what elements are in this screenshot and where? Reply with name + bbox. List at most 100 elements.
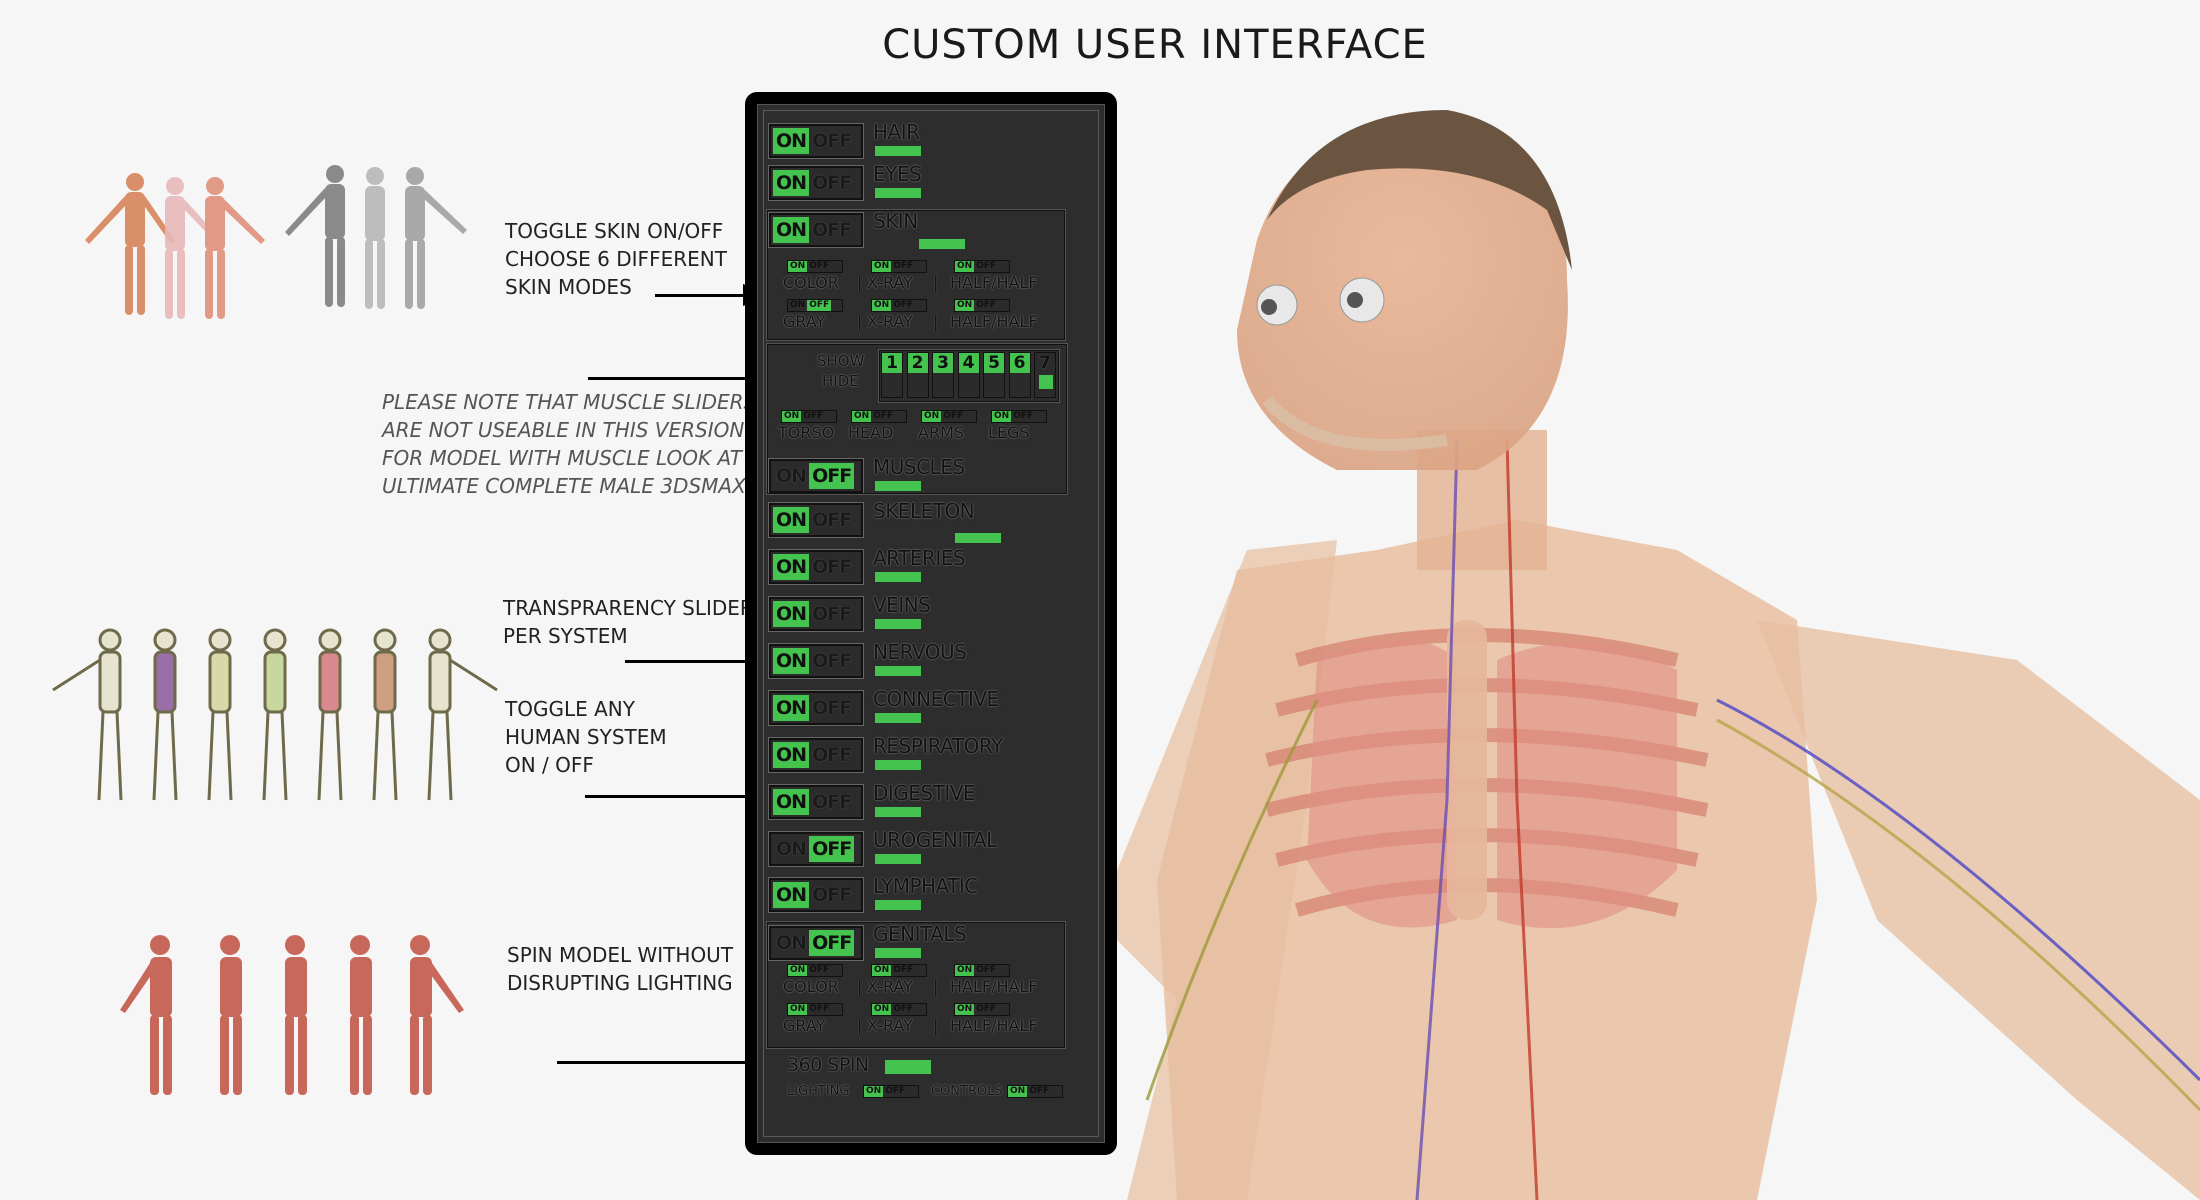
system-urogenital-toggle-off[interactable]: OFF: [809, 836, 855, 862]
system-genitals-toggle-on[interactable]: ON: [776, 932, 807, 954]
muscle-region-mini-off[interactable]: OFF: [943, 411, 964, 421]
skin-mini-on[interactable]: ON: [872, 261, 892, 272]
lighting-toggle-off[interactable]: OFF: [885, 1086, 906, 1096]
system-slider-skin[interactable]: [919, 239, 965, 249]
system-slider-veins[interactable]: [875, 619, 921, 629]
genital-mini-on[interactable]: ON: [788, 965, 808, 976]
genital-mini-on[interactable]: ON: [955, 1004, 975, 1015]
skin-mini-on[interactable]: ON: [955, 300, 975, 311]
muscle-region-mini-on[interactable]: ON: [852, 411, 872, 422]
system-lymphatic-toggle-off[interactable]: OFF: [812, 884, 852, 906]
genital-mini-on[interactable]: ON: [788, 1004, 808, 1015]
system-eyes-toggle-off[interactable]: OFF: [812, 172, 852, 194]
system-muscles-toggle-on[interactable]: ON: [776, 465, 807, 487]
system-digestive-toggle-off[interactable]: OFF: [812, 791, 852, 813]
genital-mini-on[interactable]: ON: [872, 1004, 892, 1015]
system-skeleton-toggle-on[interactable]: ON: [773, 507, 810, 533]
system-slider-connective[interactable]: [875, 713, 921, 723]
genital-mini-off[interactable]: OFF: [976, 965, 997, 975]
muscle-layer-2-button[interactable]: 2: [906, 352, 929, 398]
genital-mini-off[interactable]: OFF: [809, 965, 830, 975]
system-genitals-toggle-off[interactable]: OFF: [809, 930, 855, 956]
system-veins-toggle-on[interactable]: ON: [773, 601, 810, 627]
system-respiratory-toggle-on[interactable]: ON: [773, 742, 810, 768]
system-connective-toggle-on[interactable]: ON: [773, 695, 810, 721]
system-muscles-toggle-off[interactable]: OFF: [809, 463, 855, 489]
system-respiratory-toggle-off[interactable]: OFF: [812, 744, 852, 766]
system-slider-urogenital[interactable]: [875, 854, 921, 864]
skin-mini-off[interactable]: OFF: [807, 300, 832, 311]
muscle-region-mini-on[interactable]: ON: [782, 411, 802, 422]
system-hair-toggle-off[interactable]: OFF: [812, 130, 852, 152]
system-slider-eyes[interactable]: [875, 188, 921, 198]
controls-toggle-off[interactable]: OFF: [1029, 1086, 1050, 1096]
skin-mini-off[interactable]: OFF: [976, 261, 997, 271]
skin-mini-off[interactable]: OFF: [893, 261, 914, 271]
system-slider-skeleton[interactable]: [955, 533, 1001, 543]
muscle-layer-1-button[interactable]: 1: [881, 352, 903, 398]
system-eyes-toggle-on[interactable]: ON: [773, 170, 810, 196]
muscle-layer-4-button[interactable]: 4: [957, 352, 980, 398]
system-arteries-toggle-off[interactable]: OFF: [812, 556, 852, 578]
system-slider-nervous[interactable]: [875, 666, 921, 676]
system-skeleton-toggle-off[interactable]: OFF: [812, 509, 852, 531]
system-skin-toggle-off[interactable]: OFF: [812, 219, 852, 241]
system-lymphatic-toggle-on[interactable]: ON: [773, 882, 810, 908]
genital-mini-on[interactable]: ON: [872, 965, 892, 976]
genital-mini-on[interactable]: ON: [955, 965, 975, 976]
system-slider-lymphatic[interactable]: [875, 900, 921, 910]
genital-mini-off[interactable]: OFF: [809, 1004, 830, 1014]
system-veins-toggle-off[interactable]: OFF: [812, 603, 852, 625]
skin-mini-on[interactable]: ON: [955, 261, 975, 272]
skin-mini-on[interactable]: ON: [788, 261, 808, 272]
skin-mini-off[interactable]: OFF: [976, 300, 997, 310]
skin-mini-on[interactable]: ON: [872, 300, 892, 311]
system-digestive-toggle-on[interactable]: ON: [773, 789, 810, 815]
system-arteries-toggle-on[interactable]: ON: [773, 554, 810, 580]
spin-slider[interactable]: [885, 1060, 931, 1074]
system-slider-arteries[interactable]: [875, 572, 921, 582]
genital-mini-off[interactable]: OFF: [893, 1004, 914, 1014]
system-connective-toggle-off[interactable]: OFF: [812, 697, 852, 719]
muscle-layer-3-button[interactable]: 3: [932, 352, 954, 398]
muscle-region-mini-on[interactable]: ON: [992, 411, 1012, 422]
muscle-layer-7-button[interactable]: 7: [1034, 352, 1056, 398]
muscle-region-mini-on[interactable]: ON: [922, 411, 942, 422]
system-slider-genitals[interactable]: [875, 948, 921, 958]
system-slider-digestive[interactable]: [875, 807, 921, 817]
muscle-layer-6-button[interactable]: 6: [1008, 352, 1031, 398]
muscle-region-mini-off[interactable]: OFF: [803, 411, 824, 421]
skin-mini-on[interactable]: ON: [790, 300, 806, 310]
controls-toggle-on[interactable]: ON: [1008, 1086, 1028, 1097]
system-nervous-toggle-off[interactable]: OFF: [812, 650, 852, 672]
system-slider-muscles[interactable]: [875, 481, 921, 491]
muscle-region-mini-off[interactable]: OFF: [873, 411, 894, 421]
muscle-layer-7-knob[interactable]: [1039, 375, 1053, 389]
